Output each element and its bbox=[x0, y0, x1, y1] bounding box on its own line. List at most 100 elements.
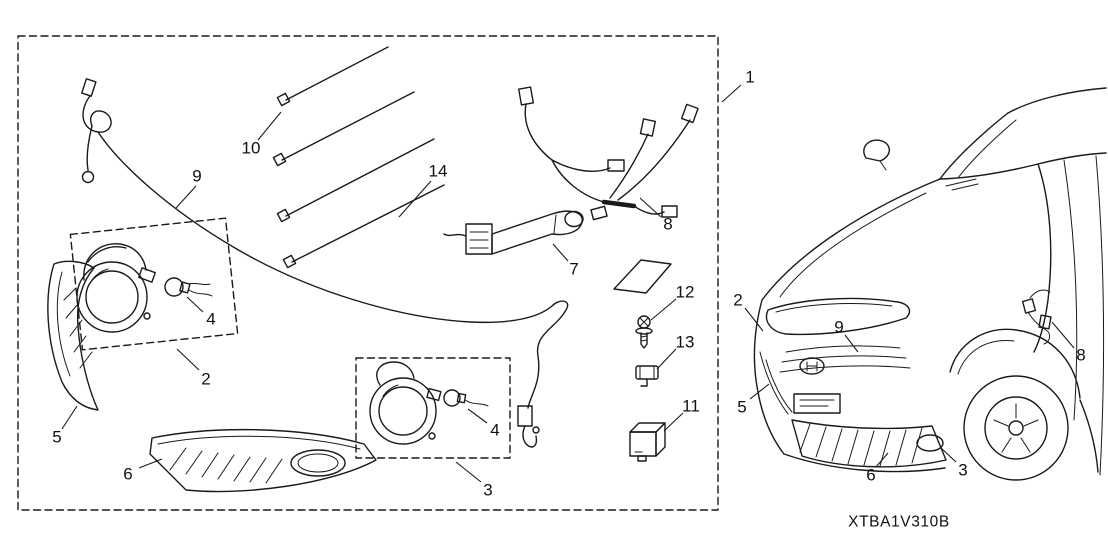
mount-tab bbox=[138, 267, 156, 283]
headlight bbox=[765, 297, 911, 336]
license-plate bbox=[793, 393, 841, 414]
clip-13 bbox=[635, 365, 659, 387]
callout-9-kit: 9 bbox=[192, 167, 201, 186]
foglight-assembly-right-3 bbox=[355, 357, 511, 459]
mount-tab bbox=[426, 387, 442, 402]
mount-screw bbox=[143, 312, 151, 320]
callout-6-kit: 6 bbox=[123, 465, 132, 484]
switch-stalk-body bbox=[491, 210, 583, 255]
screw-washer bbox=[635, 327, 653, 335]
connector bbox=[680, 103, 699, 124]
bracket-garnish-5 bbox=[47, 260, 99, 411]
sticker-sheet bbox=[613, 259, 672, 294]
callout-13: 13 bbox=[676, 333, 695, 352]
foglight-garnish-6 bbox=[149, 428, 377, 493]
wheel-rim bbox=[984, 396, 1048, 460]
bulb bbox=[164, 277, 184, 297]
bulb-base bbox=[179, 281, 191, 294]
callout-8-kit: 8 bbox=[663, 215, 672, 234]
foglight-bulb-4-left bbox=[164, 277, 213, 297]
callout-14: 14 bbox=[429, 162, 448, 181]
connector bbox=[1021, 298, 1037, 314]
relay-terminal bbox=[637, 455, 647, 462]
callout-leaders bbox=[61, 84, 1075, 483]
callout-labels: 1 9 10 14 8 7 12 13 11 4 2 5 6 4 3 2 9 8… bbox=[52, 68, 1085, 500]
car-illustration bbox=[753, 87, 1107, 481]
a-pillar bbox=[939, 112, 1009, 180]
harness-end-connector bbox=[517, 405, 540, 448]
callout-5-car: 5 bbox=[737, 398, 746, 417]
callout-10: 10 bbox=[242, 139, 261, 158]
mount-screw bbox=[428, 432, 436, 440]
bumper-lower-edge bbox=[783, 453, 946, 473]
callout-3-car: 3 bbox=[958, 461, 967, 480]
connector bbox=[607, 159, 625, 172]
stalk-end-knob bbox=[564, 210, 584, 228]
bulb-base bbox=[456, 392, 467, 404]
subharness-8 bbox=[518, 86, 699, 221]
front-wheel bbox=[963, 375, 1069, 481]
connector bbox=[1038, 314, 1052, 330]
callout-4-left: 4 bbox=[206, 310, 215, 329]
callout-4-right: 4 bbox=[490, 421, 499, 440]
callout-2-kit: 2 bbox=[201, 370, 210, 389]
relay-front bbox=[629, 431, 657, 457]
hood-crease bbox=[779, 192, 927, 298]
callout-8-car: 8 bbox=[1076, 346, 1085, 365]
relay-11 bbox=[629, 422, 666, 462]
foglight-assembly-left-2 bbox=[69, 217, 239, 351]
fender-beltline bbox=[1033, 163, 1052, 353]
roofline bbox=[1007, 87, 1107, 114]
foglight-bulb-4-right bbox=[443, 389, 489, 407]
foglight-lens bbox=[85, 270, 139, 324]
connector bbox=[517, 405, 533, 427]
cable-tie-head bbox=[282, 254, 297, 269]
connector bbox=[639, 118, 657, 137]
callout-2-car: 2 bbox=[733, 291, 742, 310]
grille-bar bbox=[785, 345, 901, 353]
callout-1: 1 bbox=[745, 68, 754, 87]
cable-ties bbox=[272, 46, 445, 269]
harness-main-run bbox=[97, 131, 569, 409]
switch-connector-block bbox=[465, 223, 493, 255]
callout-9-car: 9 bbox=[834, 318, 843, 337]
connector bbox=[661, 205, 678, 218]
foglight-2-dashed-box bbox=[69, 217, 239, 351]
hood-edge bbox=[761, 178, 941, 301]
rocker-line bbox=[1079, 399, 1099, 473]
relay-side bbox=[655, 422, 666, 457]
bulb bbox=[443, 389, 461, 407]
wiper bbox=[951, 183, 979, 191]
grille-bar bbox=[779, 365, 911, 373]
callout-7: 7 bbox=[569, 260, 578, 279]
screw-12 bbox=[635, 315, 653, 349]
callout-5-kit: 5 bbox=[52, 428, 61, 447]
ring-terminal bbox=[81, 170, 95, 184]
connector bbox=[518, 86, 534, 106]
wiper bbox=[945, 178, 977, 187]
kit-boundary-box bbox=[17, 35, 719, 511]
cable-tie-head bbox=[276, 208, 291, 223]
cowl-line bbox=[939, 152, 1107, 180]
kit-box-outline bbox=[17, 35, 719, 511]
part-code: XTBA1V310B bbox=[848, 514, 950, 531]
cable-tie-head bbox=[276, 92, 291, 107]
callout-11: 11 bbox=[682, 397, 700, 416]
cable-tie-head bbox=[272, 152, 287, 167]
callout-6-car: 6 bbox=[866, 466, 875, 485]
lower-intake bbox=[791, 419, 947, 468]
wire-harness-9 bbox=[81, 78, 569, 409]
foglight-rim bbox=[76, 261, 148, 333]
wheel-arch bbox=[949, 328, 1081, 399]
garnish-6-outline bbox=[149, 428, 377, 493]
car-foglight bbox=[916, 434, 944, 452]
wheel-hub bbox=[1008, 420, 1024, 436]
body-side-edge bbox=[1095, 155, 1104, 476]
foglight-rim bbox=[369, 377, 437, 445]
harness-connector-top bbox=[81, 78, 97, 97]
callout-12: 12 bbox=[676, 283, 695, 302]
foglight-lens bbox=[378, 386, 428, 436]
foglight-opening bbox=[290, 449, 346, 477]
